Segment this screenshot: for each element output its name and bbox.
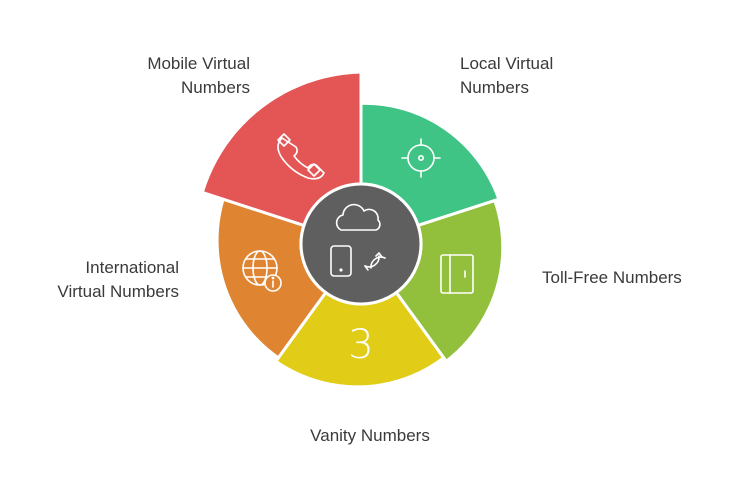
svg-text:3: 3: [348, 322, 373, 368]
label-mobile: Mobile Virtual Numbers: [147, 54, 250, 97]
number-three-icon: 3: [348, 322, 373, 368]
label-local: Local Virtual Numbers: [460, 54, 554, 97]
book-icon: [440, 254, 474, 294]
target-icon: [401, 138, 441, 178]
label-toll-free: Toll-Free Numbers: [542, 268, 682, 287]
center-hub: [299, 182, 423, 306]
globe-info-icon: [242, 250, 282, 292]
cloud-sync-device-icon: [330, 203, 386, 277]
label-international: International Virtual Numbers: [57, 258, 179, 301]
phone-icon: [277, 133, 325, 180]
label-vanity: Vanity Numbers: [310, 426, 430, 445]
